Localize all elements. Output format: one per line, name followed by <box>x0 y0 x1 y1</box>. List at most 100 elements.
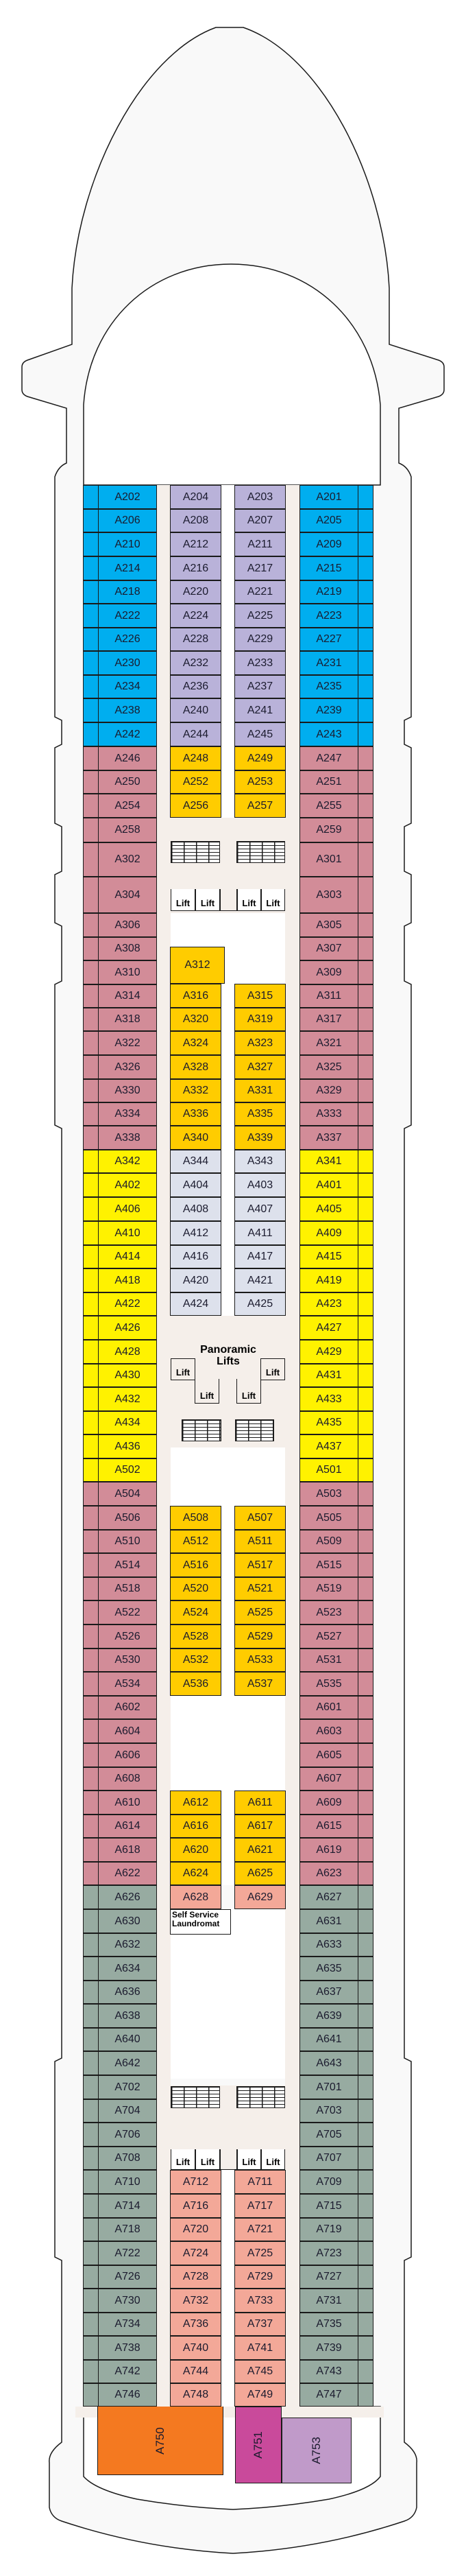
cabin-A701[interactable]: A701 <box>299 2075 358 2099</box>
cabin-A702[interactable]: A702 <box>98 2075 157 2099</box>
cabin-A721[interactable]: A721 <box>234 2218 286 2241</box>
cabin-A229[interactable]: A229 <box>234 628 286 651</box>
cabin-A416[interactable]: A416 <box>170 1245 221 1268</box>
cabin-A206[interactable]: A206 <box>98 509 157 532</box>
cabin-A716[interactable]: A716 <box>170 2194 221 2218</box>
cabin-A510[interactable]: A510 <box>98 1530 157 1553</box>
cabin-A233[interactable]: A233 <box>234 651 286 675</box>
cabin-A735[interactable]: A735 <box>299 2313 358 2336</box>
panoramic-lift-4[interactable]: Lift <box>260 1358 285 1380</box>
cabin-A302[interactable]: A302 <box>98 842 157 877</box>
cabin-A633[interactable]: A633 <box>299 1933 358 1957</box>
cabin-A407[interactable]: A407 <box>234 1197 286 1221</box>
cabin-A309[interactable]: A309 <box>299 960 358 984</box>
cabin-A245[interactable]: A245 <box>234 722 286 746</box>
cabin-A401[interactable]: A401 <box>299 1173 358 1197</box>
cabin-A205[interactable]: A205 <box>299 509 358 532</box>
cabin-A258[interactable]: A258 <box>98 818 157 842</box>
lift-aft-1[interactable]: Lift <box>171 2149 195 2170</box>
cabin-A747[interactable]: A747 <box>299 2383 358 2407</box>
panoramic-lift-1[interactable]: Lift <box>171 1358 195 1380</box>
cabin-A210[interactable]: A210 <box>98 532 157 556</box>
cabin-A237[interactable]: A237 <box>234 675 286 698</box>
cabin-A409[interactable]: A409 <box>299 1221 358 1245</box>
cabin-A703[interactable]: A703 <box>299 2099 358 2123</box>
cabin-A717[interactable]: A717 <box>234 2194 286 2218</box>
cabin-A315[interactable]: A315 <box>234 984 286 1008</box>
cabin-A243[interactable]: A243 <box>299 722 358 746</box>
cabin-A738[interactable]: A738 <box>98 2336 157 2360</box>
cabin-A635[interactable]: A635 <box>299 1957 358 1981</box>
cabin-A423[interactable]: A423 <box>299 1292 358 1316</box>
cabin-A225[interactable]: A225 <box>234 604 286 628</box>
cabin-A221[interactable]: A221 <box>234 580 286 604</box>
cabin-A526[interactable]: A526 <box>98 1624 157 1649</box>
cabin-A301[interactable]: A301 <box>299 842 358 877</box>
cabin-A619[interactable]: A619 <box>299 1838 358 1862</box>
cabin-A201[interactable]: A201 <box>299 485 358 509</box>
cabin-A334[interactable]: A334 <box>98 1102 157 1126</box>
cabin-A506[interactable]: A506 <box>98 1506 157 1530</box>
lift-forward-1[interactable]: Lift <box>171 889 195 911</box>
cabin-A732[interactable]: A732 <box>170 2289 221 2313</box>
cabin-A434[interactable]: A434 <box>98 1411 157 1434</box>
cabin-A305[interactable]: A305 <box>299 913 358 937</box>
cabin-A422[interactable]: A422 <box>98 1292 157 1316</box>
cabin-A626[interactable]: A626 <box>98 1885 157 1909</box>
cabin-A744[interactable]: A744 <box>170 2360 221 2383</box>
cabin-A530[interactable]: A530 <box>98 1649 157 1672</box>
cabin-A322[interactable]: A322 <box>98 1031 157 1055</box>
cabin-A323[interactable]: A323 <box>234 1031 286 1055</box>
cabin-A742[interactable]: A742 <box>98 2360 157 2383</box>
cabin-A203[interactable]: A203 <box>234 485 286 509</box>
lift-forward-4[interactable]: Lift <box>261 889 285 911</box>
cabin-A304[interactable]: A304 <box>98 877 157 913</box>
cabin-A431[interactable]: A431 <box>299 1364 358 1387</box>
cabin-A537[interactable]: A537 <box>234 1672 286 1696</box>
cabin-A740[interactable]: A740 <box>170 2336 221 2360</box>
cabin-A339[interactable]: A339 <box>234 1126 286 1150</box>
cabin-A202[interactable]: A202 <box>98 485 157 509</box>
cabin-A517[interactable]: A517 <box>234 1553 286 1577</box>
cabin-A621[interactable]: A621 <box>234 1838 286 1862</box>
cabin-A241[interactable]: A241 <box>234 698 286 722</box>
cabin-A618[interactable]: A618 <box>98 1838 157 1862</box>
cabin-A324[interactable]: A324 <box>170 1031 221 1055</box>
cabin-A501[interactable]: A501 <box>299 1458 358 1482</box>
cabin-A248[interactable]: A248 <box>170 746 221 770</box>
cabin-A214[interactable]: A214 <box>98 556 157 580</box>
cabin-A207[interactable]: A207 <box>234 509 286 532</box>
cabin-A332[interactable]: A332 <box>170 1079 221 1102</box>
cabin-A259[interactable]: A259 <box>299 818 358 842</box>
cabin-A612[interactable]: A612 <box>170 1791 221 1815</box>
cabin-A729[interactable]: A729 <box>234 2265 286 2289</box>
cabin-A750[interactable]: A750 <box>97 2407 223 2475</box>
cabin-A219[interactable]: A219 <box>299 580 358 604</box>
cabin-A402[interactable]: A402 <box>98 1173 157 1197</box>
cabin-A218[interactable]: A218 <box>98 580 157 604</box>
cabin-A343[interactable]: A343 <box>234 1150 286 1173</box>
cabin-A414[interactable]: A414 <box>98 1245 157 1268</box>
cabin-A310[interactable]: A310 <box>98 960 157 984</box>
cabin-A748[interactable]: A748 <box>170 2383 221 2407</box>
cabin-A223[interactable]: A223 <box>299 604 358 628</box>
cabin-A406[interactable]: A406 <box>98 1197 157 1221</box>
panoramic-lift-2[interactable]: Lift <box>195 1379 219 1404</box>
cabin-A533[interactable]: A533 <box>234 1649 286 1672</box>
cabin-A250[interactable]: A250 <box>98 770 157 794</box>
cabin-A525[interactable]: A525 <box>234 1600 286 1624</box>
cabin-A308[interactable]: A308 <box>98 937 157 960</box>
cabin-A437[interactable]: A437 <box>299 1434 358 1458</box>
cabin-A412[interactable]: A412 <box>170 1221 221 1245</box>
cabin-A429[interactable]: A429 <box>299 1340 358 1364</box>
cabin-A337[interactable]: A337 <box>299 1126 358 1150</box>
cabin-A408[interactable]: A408 <box>170 1197 221 1221</box>
cabin-A419[interactable]: A419 <box>299 1268 358 1292</box>
cabin-A344[interactable]: A344 <box>170 1150 221 1173</box>
lift-aft-3[interactable]: Lift <box>237 2149 261 2170</box>
cabin-A303[interactable]: A303 <box>299 877 358 913</box>
cabin-A534[interactable]: A534 <box>98 1672 157 1696</box>
cabin-A749[interactable]: A749 <box>234 2383 286 2407</box>
cabin-A405[interactable]: A405 <box>299 1197 358 1221</box>
cabin-A222[interactable]: A222 <box>98 604 157 628</box>
